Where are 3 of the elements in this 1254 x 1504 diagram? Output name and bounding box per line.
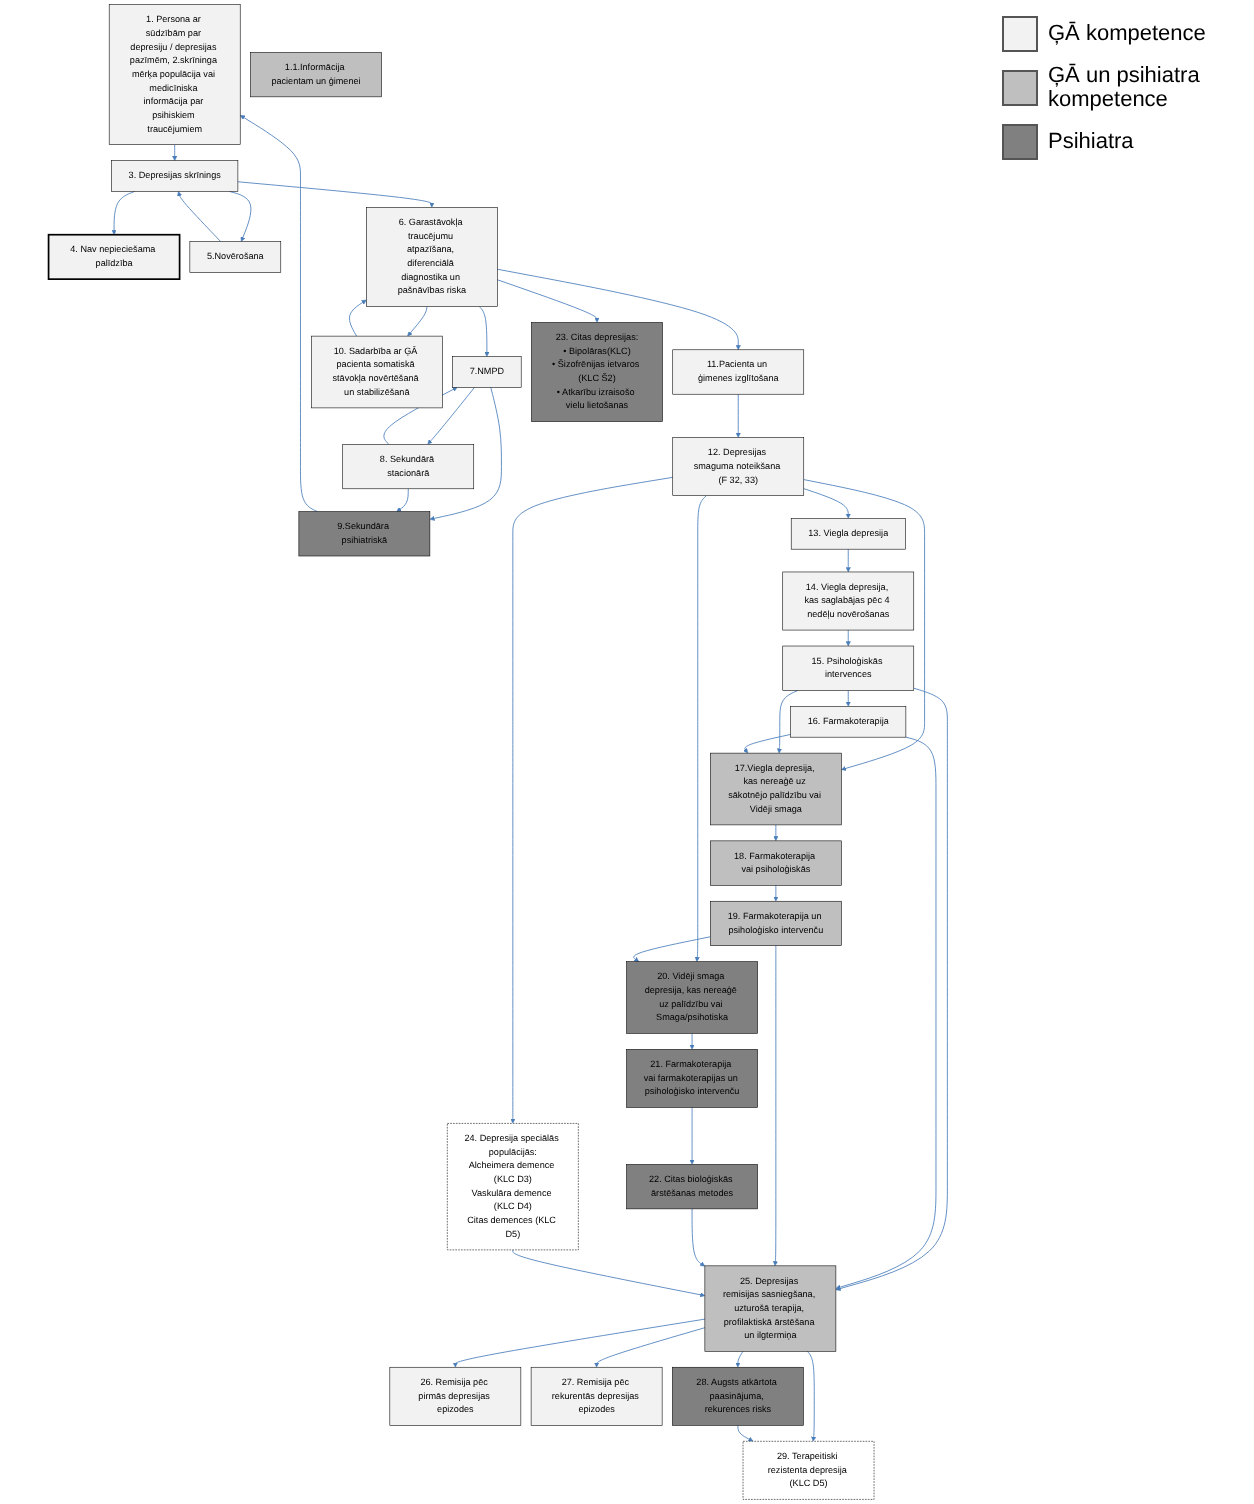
- legend-label: ĢĀ un psihiatra kompetence: [1048, 64, 1202, 112]
- legend-label: ĢĀ kompetence: [1048, 22, 1206, 46]
- legend-label: Psihiatra: [1048, 130, 1134, 154]
